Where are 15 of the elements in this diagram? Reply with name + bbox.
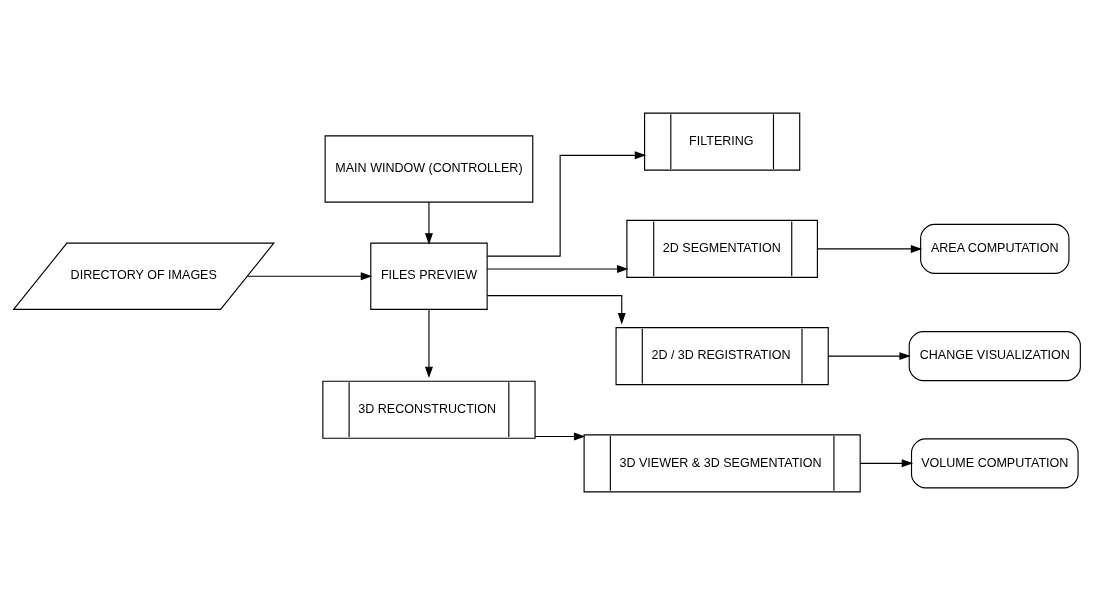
node-box: VOLUME COMPUTATION [910, 438, 1079, 489]
arrow [486, 265, 629, 274]
arrow [424, 201, 433, 245]
node-box: CHANGE VISUALIZATION [908, 331, 1081, 382]
arrow [246, 272, 373, 281]
arrow [486, 151, 647, 257]
arrow [859, 459, 914, 468]
node-box: FILES PREVIEW [370, 242, 488, 310]
node-box: MAIN WINDOW (CONTROLLER) [324, 135, 534, 203]
arrow [486, 295, 626, 325]
arrow [827, 352, 911, 361]
arrow [534, 432, 586, 441]
arrow [424, 309, 433, 379]
node-box: AREA COMPUTATION [920, 223, 1070, 274]
arrow [816, 244, 923, 253]
